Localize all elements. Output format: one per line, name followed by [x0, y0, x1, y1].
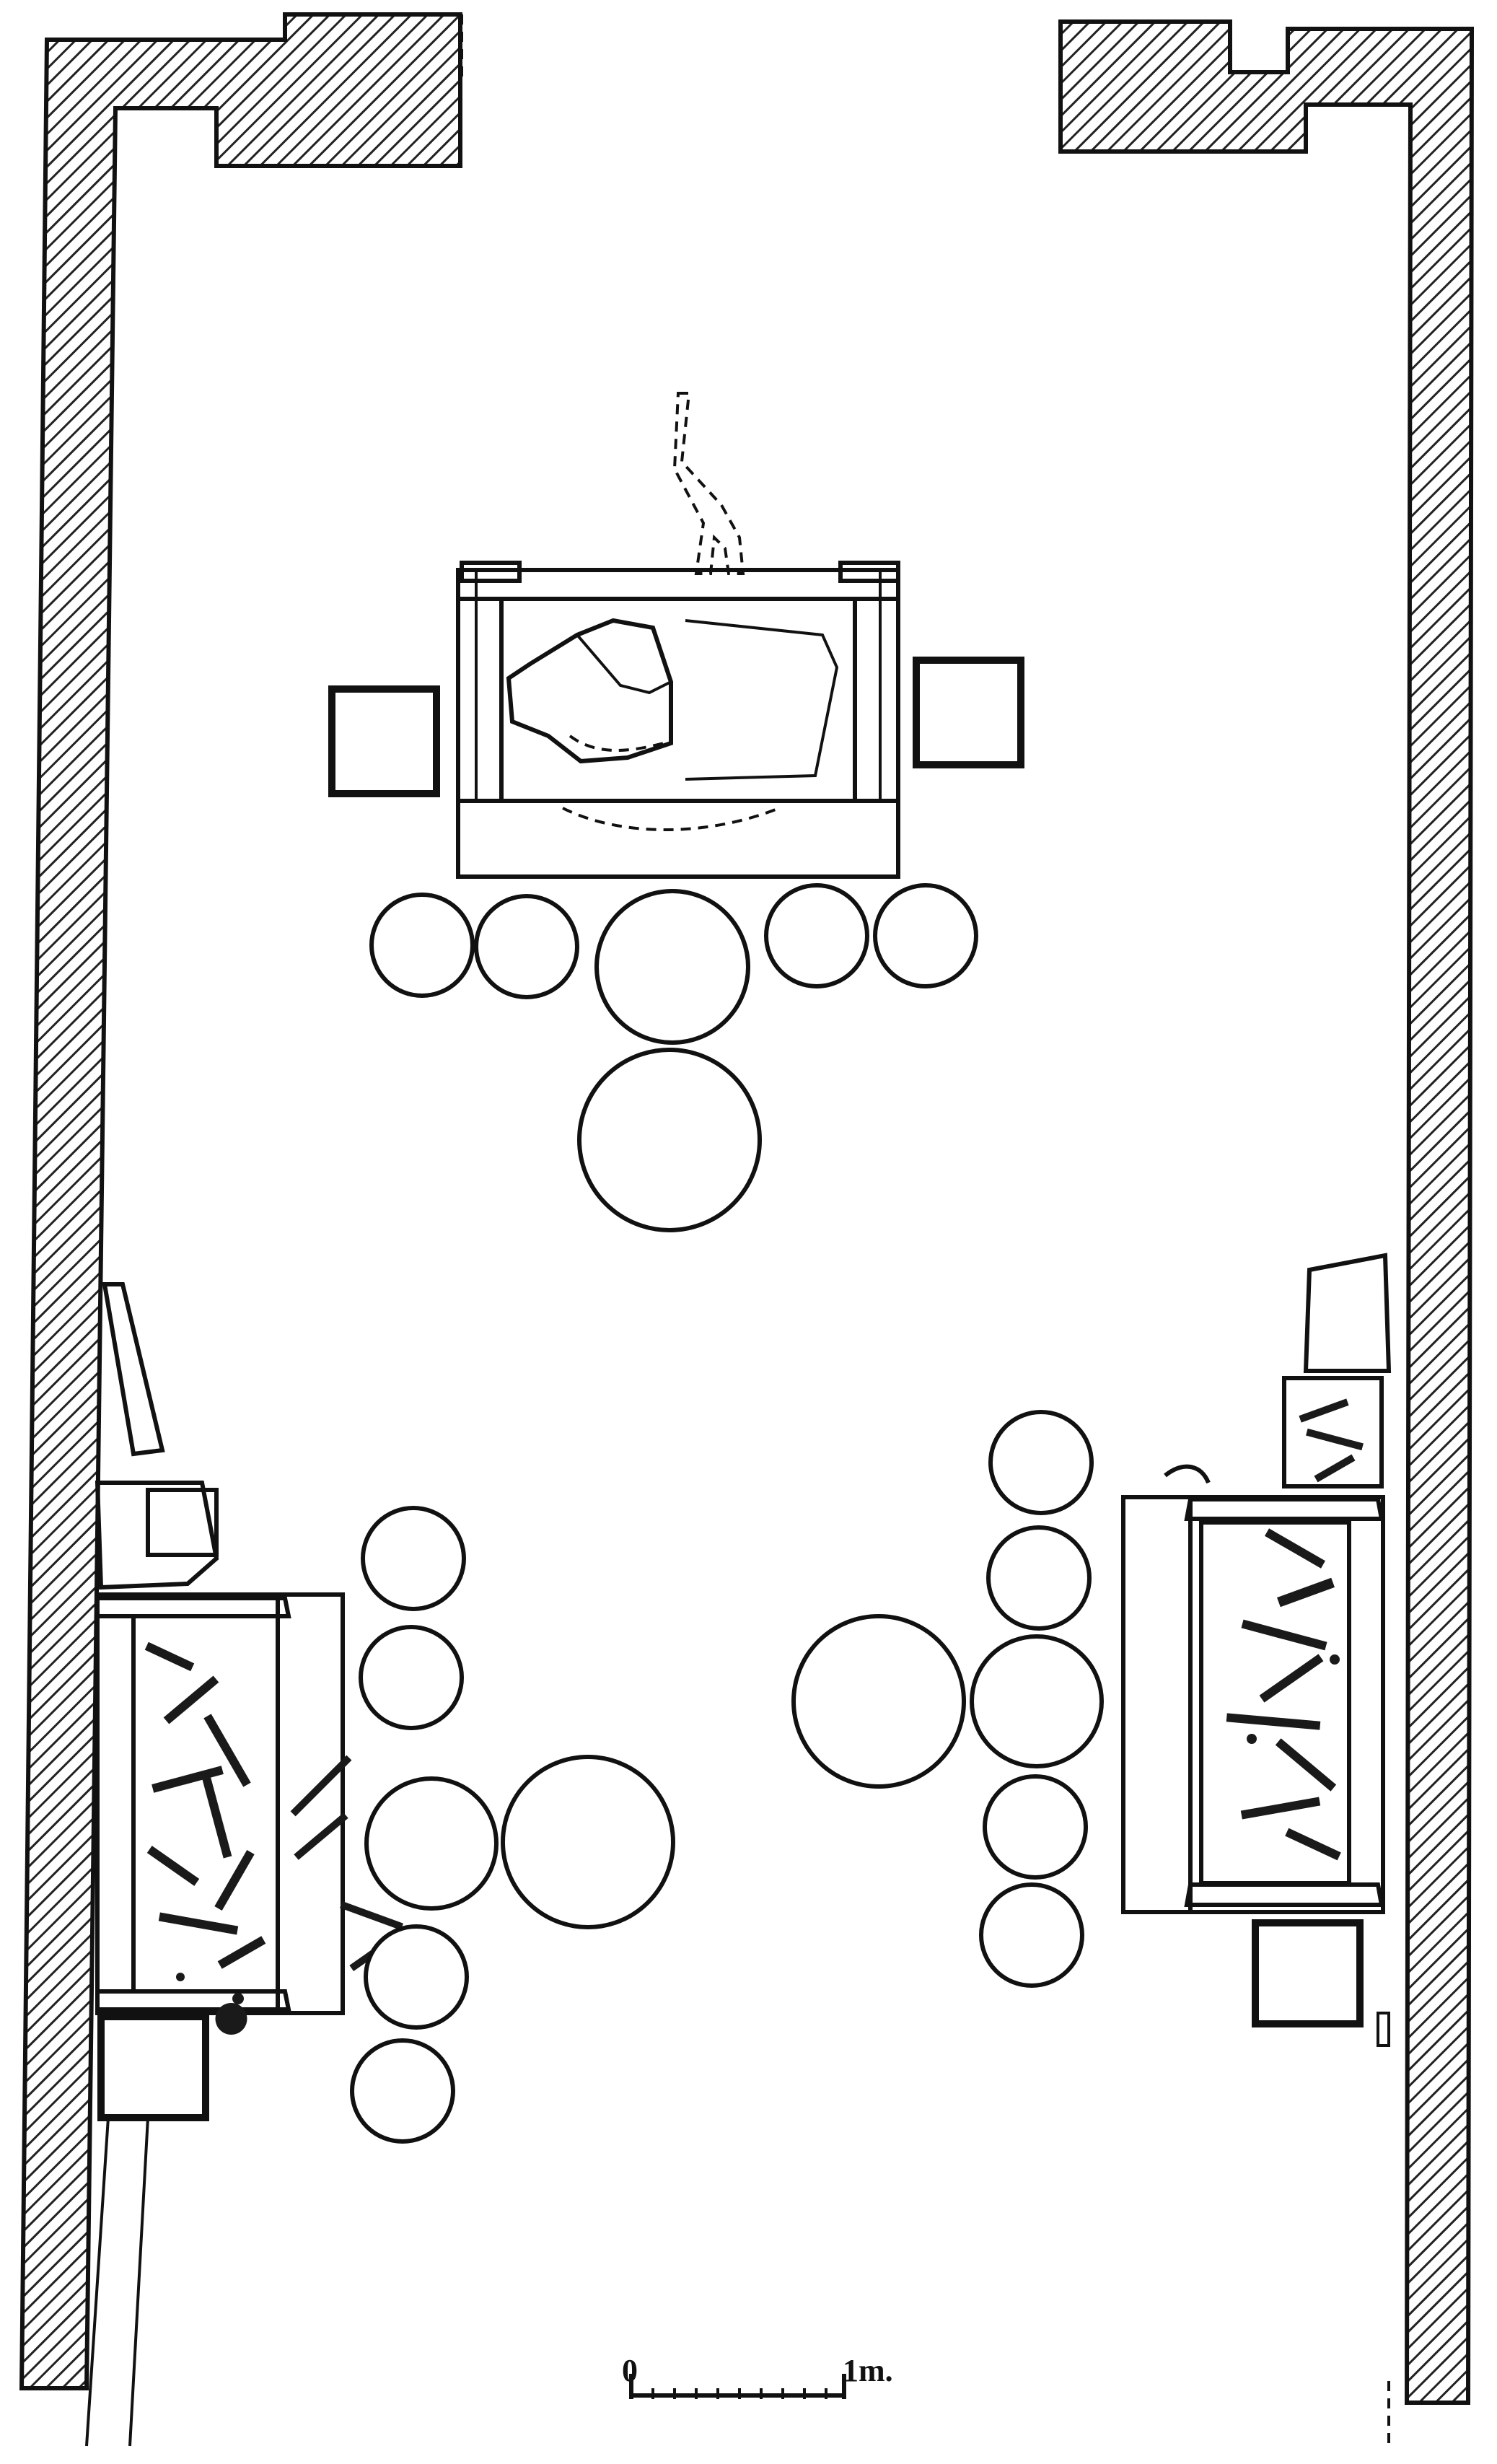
central-jar-group	[369, 883, 978, 1232]
right-wall	[1058, 19, 1475, 2405]
chamber-walls	[19, 12, 1475, 2405]
jar	[577, 1048, 762, 1232]
left-wall	[19, 12, 462, 2390]
central-right-box	[913, 657, 1024, 768]
jar	[970, 1634, 1104, 1768]
jar	[350, 2038, 455, 2144]
right-bed-chest	[1282, 1376, 1384, 1489]
jar	[501, 1755, 675, 1929]
left-bed-chest	[146, 1488, 219, 1557]
staff-object	[672, 392, 745, 575]
jar	[791, 1614, 966, 1789]
left-jar-group	[350, 1506, 675, 2144]
jar	[361, 1506, 466, 1611]
central-bed-remains	[506, 618, 673, 764]
jar	[594, 889, 750, 1045]
jar	[364, 1924, 469, 2030]
jar	[988, 1410, 1094, 1515]
left-bed	[85, 1282, 410, 2447]
right-foot-box	[1252, 1919, 1364, 2027]
jar	[986, 1525, 1092, 1631]
jar	[369, 893, 475, 998]
jar	[359, 1625, 464, 1730]
scale-start-label: 0	[622, 2353, 638, 2388]
jar	[983, 1774, 1088, 1880]
right-bed	[1121, 1253, 1392, 2047]
central-bed	[456, 392, 900, 879]
jar	[364, 1776, 499, 1911]
left-foot-box	[97, 2013, 209, 2121]
scale-end-label: 1m.	[843, 2353, 893, 2388]
jar	[873, 883, 978, 988]
scale-bar: 0 1m.	[622, 2353, 893, 2399]
jar	[764, 883, 869, 988]
central-bed-frame	[456, 568, 900, 879]
central-left-box	[328, 685, 440, 797]
jar	[979, 1882, 1084, 1988]
jar	[474, 894, 579, 999]
right-bed-frame	[1121, 1495, 1385, 1914]
right-bed-debris	[1226, 1528, 1341, 1861]
right-jar-group	[791, 1410, 1104, 1988]
